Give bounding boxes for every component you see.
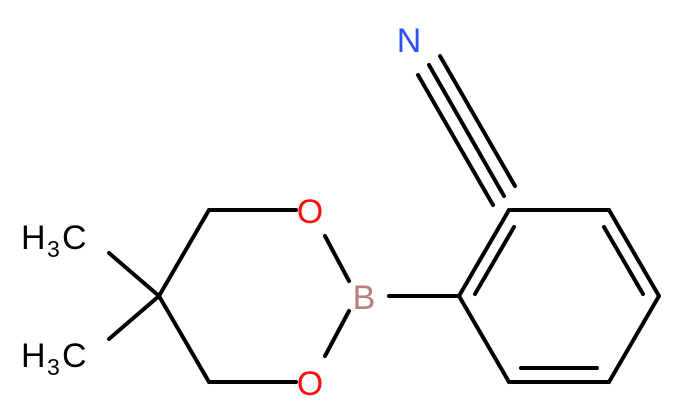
bond-ring-2 — [607, 208, 661, 298]
bond-ring-2-inner — [602, 225, 645, 296]
methyl-top-hydrogen: H — [21, 219, 46, 257]
bond-cq-methyl-top — [107, 251, 161, 298]
boron-atom-label: B — [353, 279, 376, 317]
bond-cn-triple-3 — [438, 54, 517, 188]
methyl-bottom-carbon: C — [62, 337, 87, 375]
benzene-ring — [457, 208, 661, 384]
bond-ring-3 — [607, 294, 661, 384]
methyl-top-carbon: C — [62, 219, 87, 257]
bond-ring-5 — [457, 294, 511, 384]
bond-b-o-bottom — [323, 309, 351, 358]
methyl-group-label-top: H 3 C — [21, 219, 87, 262]
bond-b-o-top — [323, 234, 351, 283]
nitrile-group — [416, 54, 517, 207]
bond-ring-6-inner — [473, 225, 516, 296]
bond-ring-6 — [457, 208, 511, 298]
bond-cq-methyl-bottom — [107, 294, 161, 341]
methyl-bottom-subscript: 3 — [47, 354, 60, 380]
dioxaborinane-ring — [157, 208, 351, 384]
bond-cn-triple-1 — [427, 63, 506, 198]
methyl-bottom-hydrogen: H — [21, 337, 46, 375]
methyl-top-subscript: 3 — [47, 236, 60, 262]
methyl-group-label-bottom: H 3 C — [21, 337, 87, 380]
bond-ch2-cq-top — [157, 208, 211, 298]
bond-cn-triple-2 — [416, 73, 495, 207]
nitrogen-atom-label: N — [397, 22, 422, 60]
bond-ch2-cq-bottom — [157, 294, 211, 384]
oxygen-atom-label-top: O — [297, 193, 323, 231]
oxygen-atom-label-bottom: O — [297, 365, 323, 403]
